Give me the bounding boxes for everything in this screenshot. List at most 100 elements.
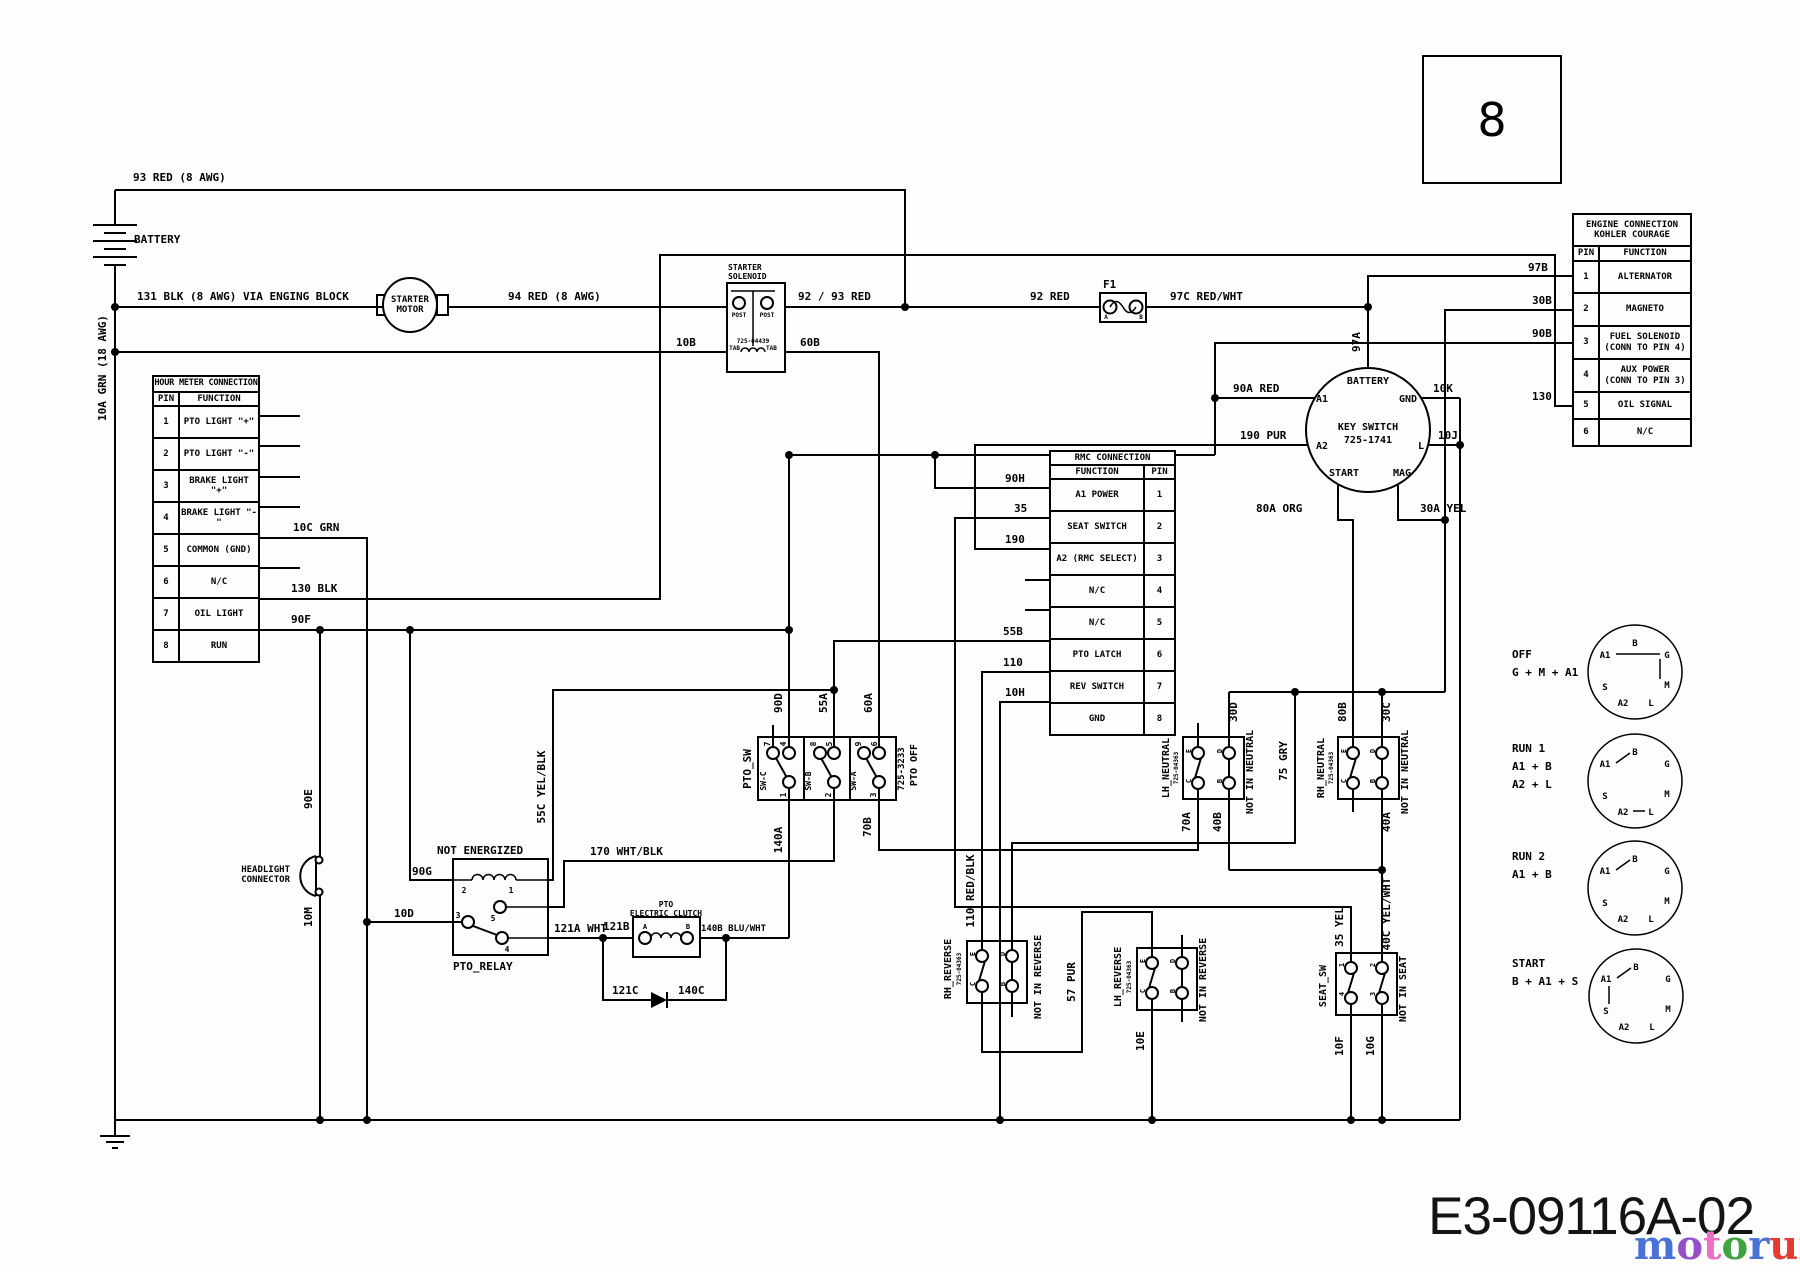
label-190-pur: 190 PUR [1240, 429, 1287, 442]
pto-pin-5: 5 [825, 741, 834, 746]
key-position-run2: RUN 2 A1 + B B A1 G S M A2 L [1512, 840, 1683, 936]
ground-symbol [100, 1120, 130, 1149]
term-b: B [999, 982, 1007, 986]
kp-term: L [1648, 699, 1654, 709]
label-57-pur: 57 PUR [1065, 962, 1078, 1002]
label-90h: 90H [1005, 472, 1025, 485]
relay-pin-1: 1 [509, 886, 514, 895]
term-d: D [1169, 959, 1177, 963]
pto-switch-name: PTO_SW [741, 749, 754, 789]
label-30a-yel: 30A YEL [1420, 502, 1467, 515]
key-switch: BATTERY A1 GND KEY SWITCH 725-1741 A2 L … [1305, 367, 1431, 493]
rh-reverse-name: RH_REVERSE [943, 939, 954, 999]
term-c: C [969, 982, 977, 986]
label-30d: 30D [1227, 702, 1240, 722]
kp-term: A1 [1600, 867, 1611, 877]
diode [651, 992, 668, 1008]
pos-off-c1: G + M + A1 [1512, 666, 1579, 679]
engine-title-2: KOHLER COURAGE [1594, 230, 1670, 240]
kp-term: A2 [1619, 1023, 1630, 1033]
hour-meter-col-pin: PIN [152, 391, 180, 407]
kp-term: A2 [1618, 699, 1629, 709]
label-121c: 121C [612, 984, 639, 997]
key-l: L [1418, 441, 1424, 452]
key-battery: BATTERY [1347, 376, 1389, 387]
label-10a-grn: 10A GRN (18 AWG) [96, 315, 109, 421]
kp-term: S [1602, 899, 1607, 909]
pos-run2-c1: A1 + B [1512, 868, 1552, 881]
pto-clutch: PTO ELECTRIC CLUTCH A B [630, 900, 702, 958]
label-92-93-red: 92 / 93 RED [798, 290, 871, 303]
kp-term: S [1602, 683, 1607, 693]
kp-term: S [1602, 792, 1607, 802]
table-cell: PTO LATCH [1049, 638, 1145, 672]
pto-pin-6: 6 [870, 741, 879, 746]
label-140b: 140B BLU/WHT [701, 924, 767, 934]
key-position-run1: RUN 1 A1 + B A2 + L B A1 G S M A2 L [1512, 733, 1683, 829]
post-label: POST [760, 312, 775, 319]
table-cell: 5 [1142, 606, 1177, 640]
table-cell: AUX POWER(CONN TO PIN 3) [1598, 358, 1692, 393]
kp-term: A2 [1618, 808, 1629, 818]
engine-connection-table: ENGINE CONNECTION KOHLER COURAGE PIN FUN… [1572, 213, 1692, 447]
switch-part: 725-04363 [1328, 751, 1335, 784]
rmc-col-pin: PIN [1142, 464, 1177, 480]
table-cell: 1 [1572, 260, 1600, 294]
term-c: C [1185, 779, 1193, 783]
seat-switch: 1 2 4 3 SEAT_SW NOT IN SEAT [1318, 952, 1409, 1022]
pto-pin-2: 2 [824, 792, 833, 797]
post-label: POST [732, 312, 747, 319]
clutch-label-1: PTO [659, 900, 674, 909]
battery-label: BATTERY [134, 233, 181, 246]
seat-switch-name: SEAT_SW [1318, 964, 1329, 1007]
page-number-box: 8 [1422, 55, 1562, 184]
relay-pin-4: 4 [505, 945, 510, 954]
table-cell: GND [1049, 702, 1145, 736]
table-cell: PTO LIGHT "+" [178, 405, 260, 439]
pto-pin-9: 9 [854, 741, 863, 746]
hour-meter-col-fn: FUNCTION [178, 391, 260, 407]
fuse-b: B [1139, 314, 1143, 321]
term-e: E [1340, 749, 1348, 753]
label-30b: 30B [1532, 294, 1552, 307]
label-90a-red: 90A RED [1233, 382, 1280, 395]
relay-pin-3: 3 [456, 911, 461, 920]
table-cell: N/C [1598, 418, 1692, 447]
kp-term: M [1664, 790, 1670, 800]
kp-term: A1 [1600, 651, 1611, 661]
lh-neutral-switch: E C D B LH_NEUTRAL 725-04363 NOT IN NEUT… [1161, 730, 1256, 814]
table-cell: 8 [1142, 702, 1177, 736]
pto-swa: SW-A [849, 771, 858, 790]
key-gnd: GND [1399, 394, 1417, 405]
kp-term: G [1664, 867, 1669, 877]
headlight-connector: HEADLIGHT CONNECTOR [241, 855, 324, 897]
table-cell: 3 [152, 469, 180, 503]
term-e: E [1185, 749, 1193, 753]
label-121a: 121A WHT [554, 922, 607, 935]
table-cell: N/C [178, 565, 260, 599]
label-70a: 70A [1180, 812, 1193, 832]
label-170: 170 WHT/BLK [590, 845, 663, 858]
solenoid-part: 725-04439 [737, 338, 770, 345]
label-97c: 97C RED/WHT [1170, 290, 1243, 303]
table-cell: 2 [1142, 510, 1177, 544]
table-cell: ALTERNATOR [1598, 260, 1692, 294]
table-cell: 6 [152, 565, 180, 599]
pos-start-c1: B + A1 + S [1512, 975, 1578, 988]
not-in-reverse-label: NOT IN REVERSE [1033, 935, 1044, 1019]
battery-symbol: BATTERY [93, 224, 181, 266]
label-130-blk: 130 BLK [291, 582, 338, 595]
key-a2: A2 [1316, 441, 1328, 452]
table-cell: MAGNETO [1598, 292, 1692, 327]
lh-reverse-switch: E C D B LH_REVERSE 725-04363 NOT IN REVE… [1113, 938, 1209, 1022]
pos-run2-title: RUN 2 [1512, 850, 1545, 863]
table-cell: A2 (RMC SELECT) [1049, 542, 1145, 576]
pos-run1-c1: A1 + B [1512, 760, 1552, 773]
pto-pin-3: 3 [869, 792, 878, 797]
table-cell: 2 [152, 437, 180, 471]
label-75-gry: 75 GRY [1277, 741, 1290, 781]
term-b: B [1169, 989, 1177, 993]
label-90e: 90E [302, 789, 315, 809]
watermark-letter: o [1676, 1222, 1704, 1269]
